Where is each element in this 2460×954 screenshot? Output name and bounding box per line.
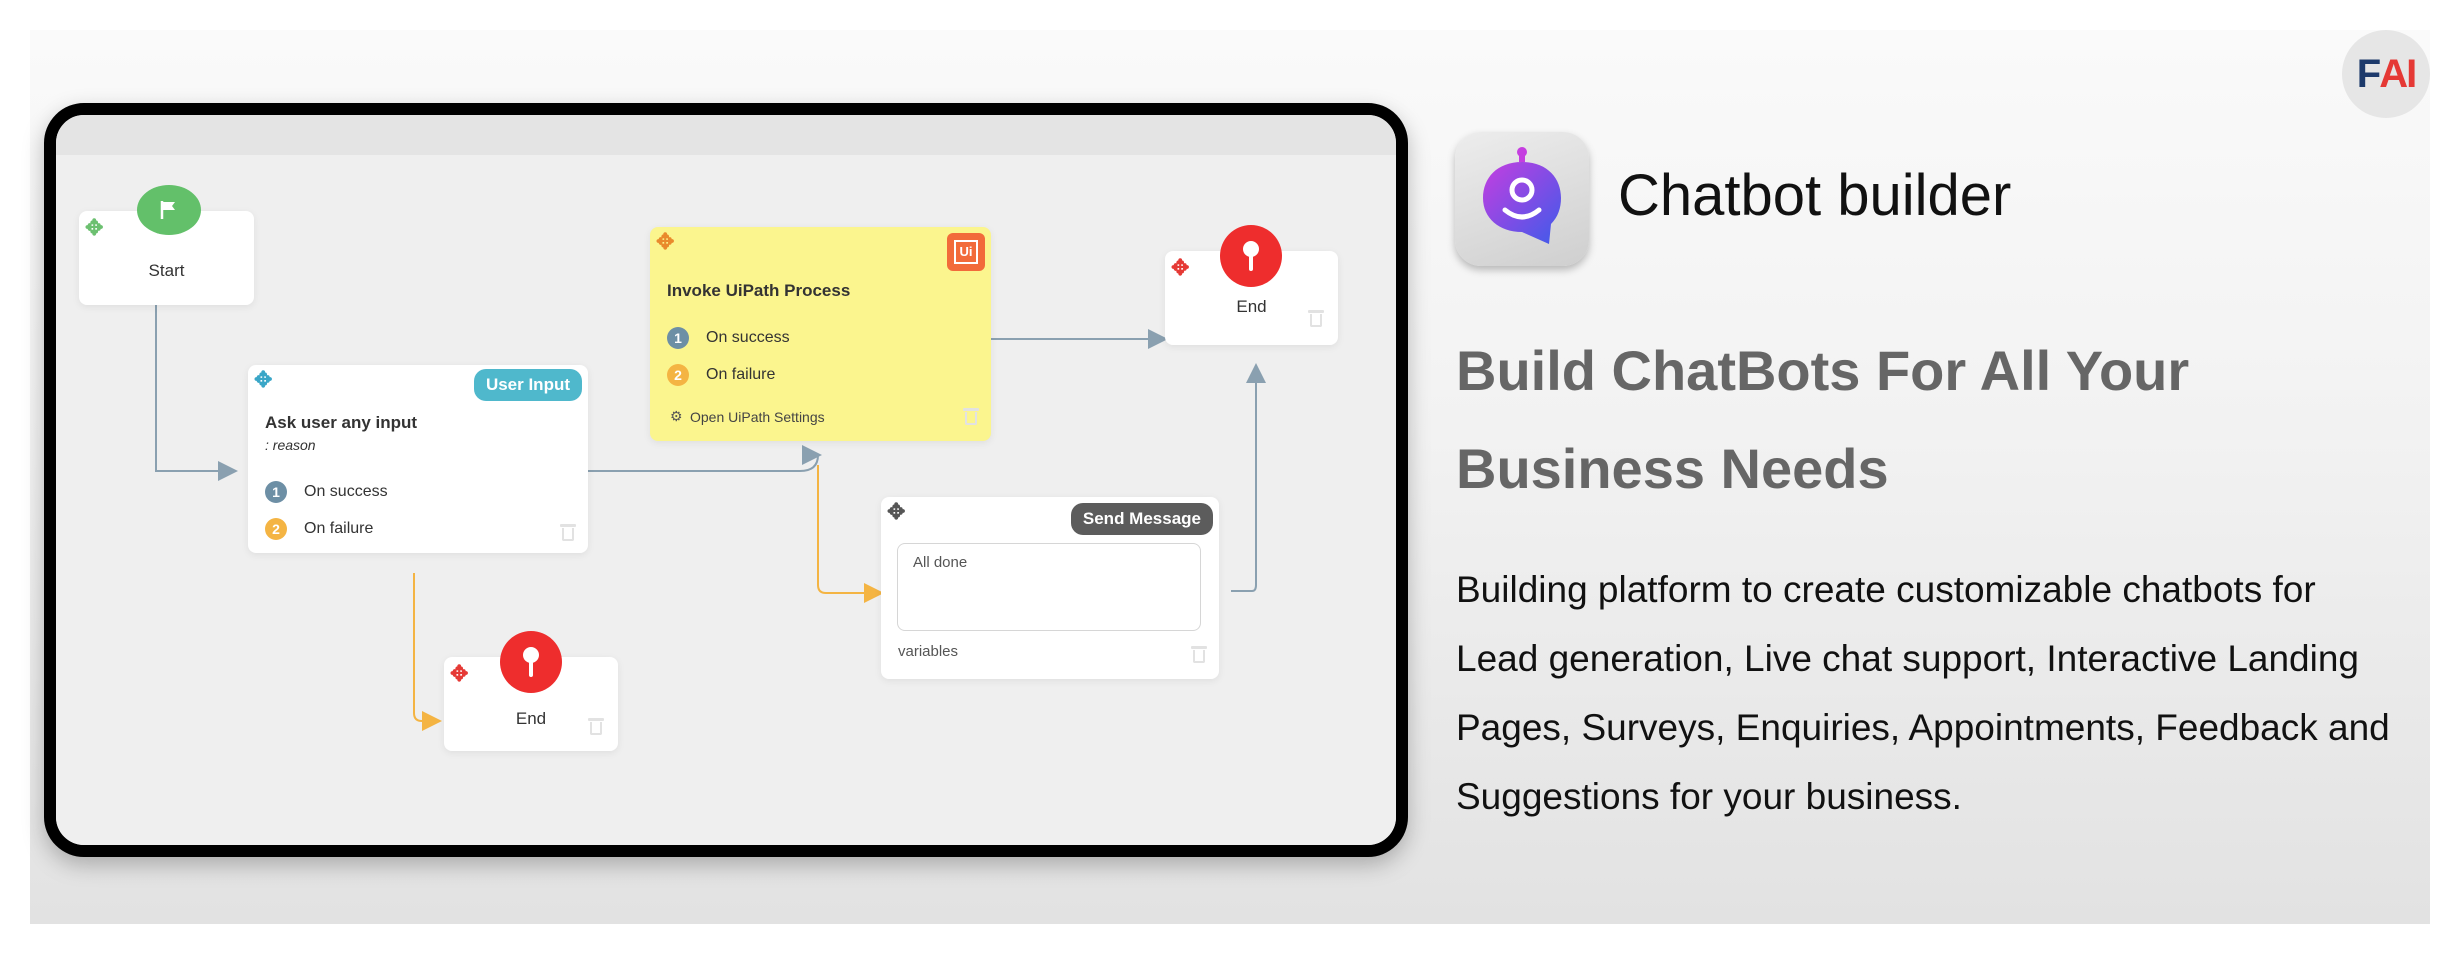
connector-message-to-end xyxy=(1231,363,1266,592)
flag-icon xyxy=(137,185,201,235)
canvas-toolbar xyxy=(56,115,1396,155)
invoke-title: Invoke UiPath Process xyxy=(667,281,851,300)
move-icon[interactable]: ✥ xyxy=(450,661,469,686)
flow-canvas[interactable]: ✥ Start ✥ User Input Ask user any input … xyxy=(56,155,1396,845)
user-input-title: Ask user any input xyxy=(265,413,418,432)
open-uipath-settings-link[interactable]: Open UiPath Settings xyxy=(690,409,825,425)
move-icon[interactable]: ✥ xyxy=(656,229,675,254)
app-title: Chatbot builder xyxy=(1618,163,2012,228)
failure-option[interactable]: On failure xyxy=(304,520,374,537)
uipath-icon: Ui xyxy=(947,233,985,271)
connector-input-success-to-invoke xyxy=(588,451,828,472)
end-node-bottom[interactable]: ✥ End xyxy=(444,631,618,751)
failure-option[interactable]: On failure xyxy=(706,366,776,383)
message-text: All done xyxy=(913,554,968,571)
end-node-top[interactable]: ✥ End xyxy=(1165,225,1338,345)
send-message-badge: Send Message xyxy=(1070,503,1213,535)
end-label: End xyxy=(1236,297,1267,316)
trash-icon[interactable] xyxy=(1308,309,1324,327)
stop-icon xyxy=(500,631,562,693)
headline: Build ChatBots For All Your Business Nee… xyxy=(1456,339,2190,500)
uipath-icon-text: Ui xyxy=(954,240,978,264)
user-input-badge: User Input xyxy=(473,369,582,401)
trash-icon[interactable] xyxy=(560,523,576,541)
failure-number: 2 xyxy=(667,364,689,386)
connector-start-to-input xyxy=(155,279,238,481)
success-option[interactable]: On success xyxy=(304,483,388,500)
gear-icon: ⚙ xyxy=(670,408,683,424)
success-number: 1 xyxy=(667,327,689,349)
stop-icon xyxy=(1220,225,1282,287)
message-textarea[interactable]: All done xyxy=(897,543,1201,631)
start-label: Start xyxy=(148,261,185,280)
variables-label[interactable]: variables xyxy=(898,643,959,660)
user-input-variable: : reason xyxy=(265,437,316,453)
failure-number: 2 xyxy=(265,518,287,540)
trash-icon[interactable] xyxy=(1191,645,1207,663)
success-option[interactable]: On success xyxy=(706,329,790,346)
brand-logo-ai: AI xyxy=(2379,51,2417,96)
user-input-node[interactable]: ✥ User Input Ask user any input : reason… xyxy=(248,365,588,553)
trash-icon[interactable] xyxy=(588,717,604,735)
start-node[interactable]: ✥ Start xyxy=(79,185,254,305)
connector-input-failure-to-end xyxy=(413,573,442,731)
chatbot-icon xyxy=(1483,147,1561,244)
move-icon[interactable]: ✥ xyxy=(1171,255,1190,280)
success-number: 1 xyxy=(265,481,287,503)
move-icon[interactable]: ✥ xyxy=(254,367,273,392)
chatbot-app-icon xyxy=(1455,132,1589,266)
connector-invoke-failure-to-message xyxy=(817,465,884,603)
send-message-node[interactable]: ✥ Send Message All done variables xyxy=(881,497,1219,679)
invoke-uipath-node[interactable]: ✥ Ui Invoke UiPath Process 1 On success … xyxy=(650,227,991,441)
trash-icon[interactable] xyxy=(963,407,979,425)
connector-lines xyxy=(155,279,1266,731)
description: Building platform to create customizable… xyxy=(1456,569,2390,817)
move-icon[interactable]: ✥ xyxy=(85,215,104,240)
move-icon[interactable]: ✥ xyxy=(887,499,906,524)
brand-logo-f: F xyxy=(2356,51,2381,96)
end-label: End xyxy=(515,709,547,728)
device-frame: ✥ Start ✥ User Input Ask user any input … xyxy=(44,103,1408,857)
